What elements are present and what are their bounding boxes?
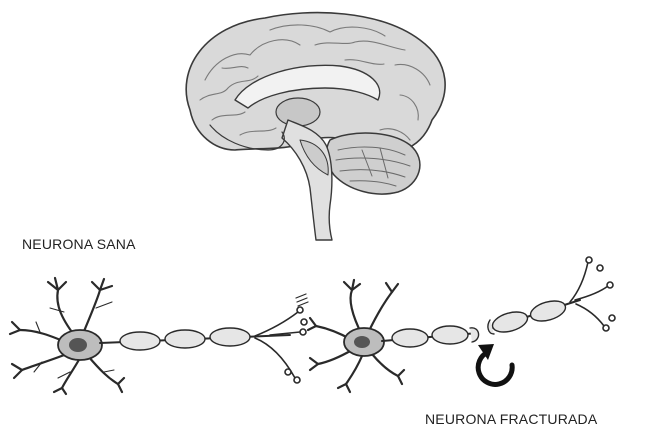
fractured-myelin-proximal bbox=[392, 326, 479, 347]
fractured-myelin-distal bbox=[488, 297, 568, 335]
brain-sagittal-icon bbox=[186, 13, 445, 240]
broken-neuron-icon bbox=[308, 257, 615, 392]
label-fractured-neuron: NEURONA FRACTURADA bbox=[425, 411, 597, 427]
healthy-myelin bbox=[120, 328, 250, 350]
signal-marks bbox=[296, 294, 308, 306]
healthy-nucleus bbox=[69, 338, 87, 352]
fractured-nucleus bbox=[354, 336, 370, 348]
neuron-icon bbox=[10, 278, 308, 394]
fractured-axon-terminals bbox=[570, 257, 615, 331]
circular-arrow-icon bbox=[478, 344, 512, 384]
healthy-axon-terminals bbox=[255, 307, 307, 383]
cerebellum bbox=[327, 133, 420, 194]
label-healthy-neuron: NEURONA SANA bbox=[22, 236, 136, 252]
circular-arrow-stroke bbox=[478, 352, 512, 384]
thalamus bbox=[276, 98, 320, 126]
